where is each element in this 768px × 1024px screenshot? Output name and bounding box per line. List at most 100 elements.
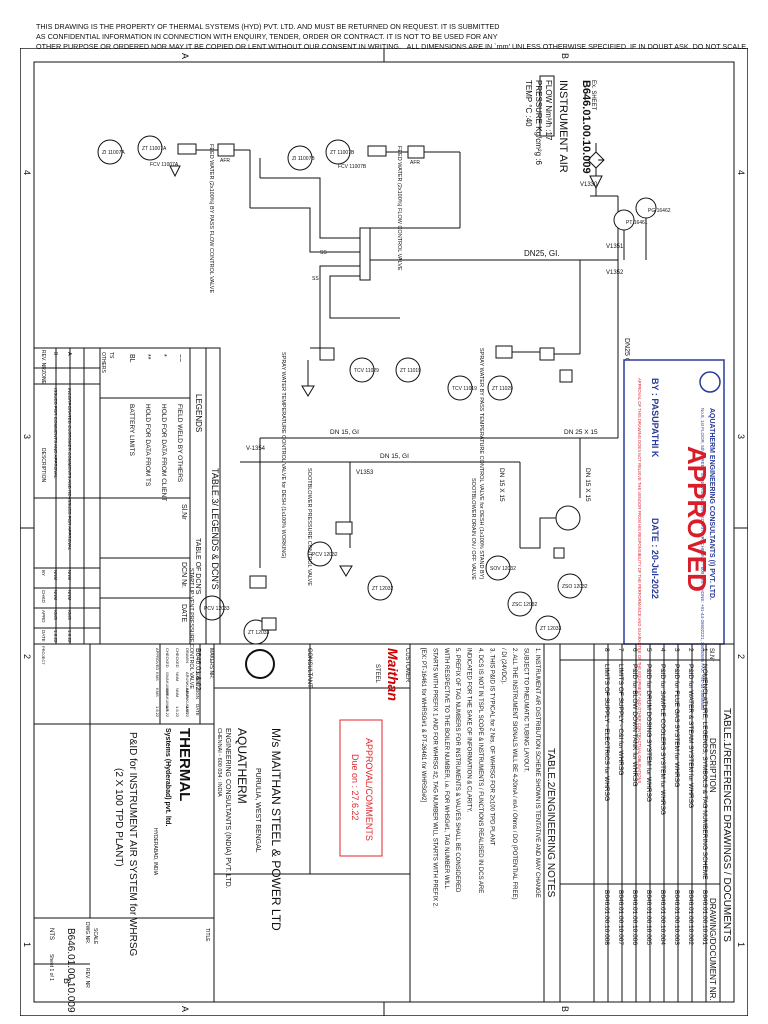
rev-row-chkd: NNM [53,590,58,600]
drain-sov-group [485,505,583,641]
instrument-air-pressure: PRESSURE Kg/cm²g :6 [534,80,543,165]
header-line-2: AS CONFIDENTIAL INFORMATION IN CONNECTIO… [36,32,498,41]
title-block-text: CUSTOMER M/s MAITHAN STEEL & POWER LTD P… [48,648,410,1013]
table2-note-line: 1. INSTRUMENT AIR DISTRIBUTION SCHEME SH… [534,648,540,898]
consultant-logo-icon [245,649,275,679]
drawing-header: THIS DRAWING IS THE PROPERTY OF THERMAL … [36,22,748,52]
vendor-logo-sub: Systems (Hyderabad) pvt. ltd. [164,728,171,826]
label-pcv-b: PCV 12033 [204,606,230,612]
title-line-1: P&ID for INSTRUMENT AIR SYSTEM for WHRSG [127,732,138,957]
label-tcv-b: TCV 11019 [452,386,477,392]
stamp-approved-word: APPROVED [682,446,712,592]
rev-row-desc: ISSUED FOR COMMENTS AND APPROVAL [53,388,58,479]
table-references-text: TABLE.1/REFERENCE DRAWINGS / DOCUMENTS S… [603,648,732,1001]
stamp-date: DATE : 20-Jul-2022 [650,518,660,599]
table2-note-line: 5. PREFIX OF TAG NUMBERS FOR INSTRUMENTS… [454,648,460,893]
label-zt-c: ZT 11019 [400,368,421,374]
tcv-group-a [301,347,421,397]
approval-comments-due: Due on : 27.6.22 [350,754,360,821]
table1-col-doc: DRAWING/DOCUMENT NR. [708,898,717,1001]
label-reducer-15b: DN 15 X 15 [584,468,591,502]
legend-text: HOLD FOR DATA FROM TS [144,404,151,487]
consultant-label: CONSULTANT [306,648,312,688]
signoff-date: 1.6.22 [155,706,160,718]
rev-col-chkd: CHKD [41,590,46,604]
label-zt-e: ZT 12032 [372,586,394,592]
table1-row-doc: B646.01.00.10.004 [659,890,666,945]
label-fcv-b: FCV 11007B [338,164,367,170]
signoff-name: SIVAKUMAR [165,672,170,695]
table1-row-sl: 6 [631,648,638,652]
legend-text: FIELD WELD BY OTHERS [176,404,183,483]
pid-labels: INSTRUMENT AIR FLOW Nm³/h :17 PRESSURE K… [102,80,671,689]
signoff-col-sign: SIGN [195,688,200,699]
rev-row-by: NNM [67,570,72,580]
desc-tcv-a: SPRAY WATER BY PASS TEMPERATURE CONTROL … [478,348,484,579]
scale-value: NTS [48,928,54,940]
table1-row-desc: LIMITS OF SUPPLY - ELECTRICS for WHRSG [603,664,610,801]
legend-text: HOLD FOR DATA FROM CLIENT [160,404,167,501]
dcn-col-sl: Sl.Nr [180,504,187,520]
table1-row-doc: B646.01.00.10.003 [673,890,680,945]
table2-note-line: SUBJECT TO PNEUMATIC TUBING LAYOUT. [523,648,529,772]
ref-drawing-number: B646.01.00.10.009 [580,80,592,174]
approval-comments-box: APPROVAL/COMMENTS Due on : 27.6.22 [339,719,383,857]
drawing-sheet: A B A B 4 3 2 1 4 3 2 1 [20,48,748,1016]
table1-row-sl: 3 [673,648,680,652]
customer-name: M/s MAITHAN STEEL & POWER LTD [269,728,283,931]
legend-ts: TS [108,352,114,359]
instrument-air-temp: TEMP °C :40 [524,80,533,127]
customer-label: CUSTOMER [404,648,410,683]
label-afr-1: AFR [220,158,230,164]
header-line-1: THIS DRAWING IS THE PROPERTY OF THERMAL … [36,22,500,31]
label-zt-d: ZT 11029 [492,386,513,392]
v1330-valve [589,175,603,190]
table2-note-line: 3. THIS P&ID IS TYPICAL for 2 Nrs. OF WH… [488,648,494,846]
signoff-name: ARUNKUMAR [185,672,190,698]
signoff-role: APPROVED [155,648,160,670]
signoff-date: 1.6.22 [175,706,180,718]
legend-text: BATTERY LIMITS [128,404,135,457]
rev-row-nr: A [66,352,72,356]
signoff-sign: NNM [175,688,180,697]
table1-row-doc: B646.01.00.10.006 [631,890,638,945]
rev-row-desc: INCORPORATED CUSTOMER COMMENTS AND RE-IS… [67,388,72,551]
label-sov: SOV 12032 [490,566,516,572]
label-dn15-a: DN 15, GI [330,429,359,436]
desc-sootblower: SOOTBLOWER PRESSURE CONTROL VALVE [306,468,312,586]
table1-row-desc: P&ID for SAMPLE COOLERS SYSTEM for WHRSG [659,664,666,815]
rev-col-by: BY [41,570,46,576]
title-line-2: (2 X 100 TPD PLANT) [113,768,124,867]
label-v1351: V1351 [606,244,624,250]
signoff-sign: ARUNKUMAR [185,688,190,714]
table1-row-desc: NOMENCLATURE, LEGENDS, SYMBOLS & TAG NUM… [701,664,708,880]
header-dimensions-note: ALL DIMENSIONS ARE IN `mm' UNLESS OTHERW… [406,42,748,51]
header-line-3: OTHER PURPOSE OR ORDERED NOR MAY IT BE C… [36,42,401,51]
label-tcv-a: TCV 11029 [354,368,379,374]
table1-row-desc: P&ID for WATER & STEAM SYSTEM for WHRSG [687,664,694,808]
pid-diagram [97,75,657,645]
grid-col-1-left: 1 [22,942,32,947]
table1-row-desc: P&ID for DRUM DOSING SYSTEM for WHRSG [645,664,652,802]
table2-note-line: STARTS WITH PREFIX 1 AND FOR WHRSG #2, T… [431,648,437,908]
table1-row-doc: B646.01.00.10.007 [617,890,624,945]
consultant-name: AQUATHERM [235,728,249,804]
label-afr-2: AFR [410,160,420,166]
instrument-air-header [539,75,555,137]
rev-row-by: NNM [53,570,58,580]
label-v1330: V1330 [580,182,598,188]
dwg-nr-label: DWG.NR. [84,922,90,944]
table1-row-desc: P&ID for BLOW DOWN TANK for WHRSG [631,664,638,787]
dcn-col-date: DATE [180,604,187,622]
rev-row-chkd: NNM [67,590,72,600]
table2-note-line: 4. DCS IS NOT IN TSPL SCOPE & INSTRUMENT… [477,648,483,893]
makers-nr-value: B646.01 & 02 [194,648,201,691]
table2-note-line: 2. ALL THE INSTRUMENT SIGNALS WILL BE 4-… [511,648,517,900]
signoff-role: CHECKED [175,648,180,668]
approval-comments-title: APPROVAL/COMMENTS [364,738,374,841]
grid-row-a-top: A [180,53,190,59]
grid-col-3-left: 3 [22,434,32,439]
grid-row-b-top: B [560,53,570,59]
label-ss-2: SS [312,276,319,282]
label-pcv-a: PCV 12032 [312,552,338,558]
